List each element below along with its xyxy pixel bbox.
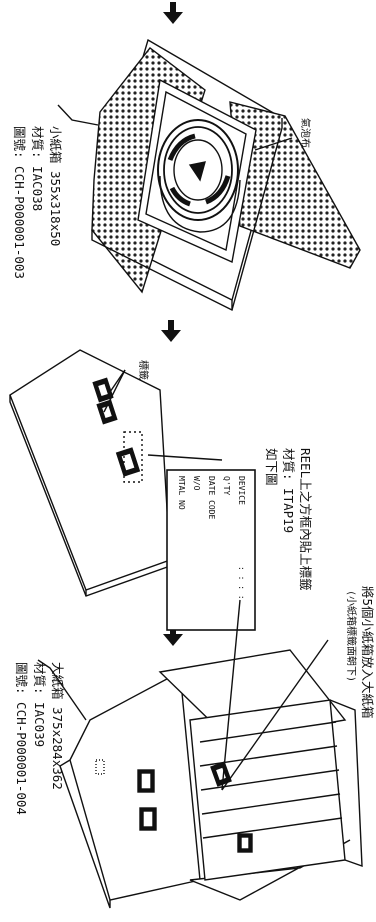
large-box-material: 材質: IAC039 [32, 662, 46, 747]
label-material: 材質: ITAP19 [281, 448, 295, 533]
label-field-mtal-no: MTAL NO [176, 476, 186, 510]
packing-note-line2: (小紙箱標籤面朝下) [344, 590, 356, 682]
packing-note-line1: 將5個小紙箱放入大紙箱 [360, 586, 374, 719]
label-field-date-code: DATE CODE [206, 476, 216, 519]
reel-label-instruction: REEL上之方框內貼上標籤 [298, 448, 312, 591]
flow-arrow-2 [161, 320, 181, 342]
small-box-part-no: 圖號: CCH-P000001-003 [12, 126, 26, 279]
labeled-box-top [10, 350, 170, 590]
labeled-box [10, 350, 255, 630]
stacked-small-boxes [190, 700, 345, 880]
large-box-body [70, 672, 200, 900]
stack-label-1 [238, 834, 252, 852]
small-box-name: 小紙箱 355x318x50 [48, 126, 62, 246]
label-figure-reference: 如下圖 [264, 448, 278, 486]
label-field-wo: W/O [191, 476, 201, 490]
small-box-material: 材質: IAC038 [30, 126, 44, 211]
label-field-qty: Q'TY [221, 476, 231, 495]
label-callout-text: 標籤 [136, 360, 148, 380]
label-field-device: DEVICE [236, 476, 246, 505]
flow-arrow-1 [163, 2, 183, 24]
large-box-name: 大紙箱 375x284x362 [50, 662, 64, 790]
large-box-assembly [38, 600, 362, 908]
label-field-colons: : : : : [236, 566, 246, 600]
bubble-wrap-label: 氣泡布 [298, 118, 310, 148]
box-label-leader [58, 105, 98, 125]
small-box-assembly [58, 40, 360, 310]
large-box-part-no: 圖號: CCH-P000001-004 [14, 662, 28, 815]
